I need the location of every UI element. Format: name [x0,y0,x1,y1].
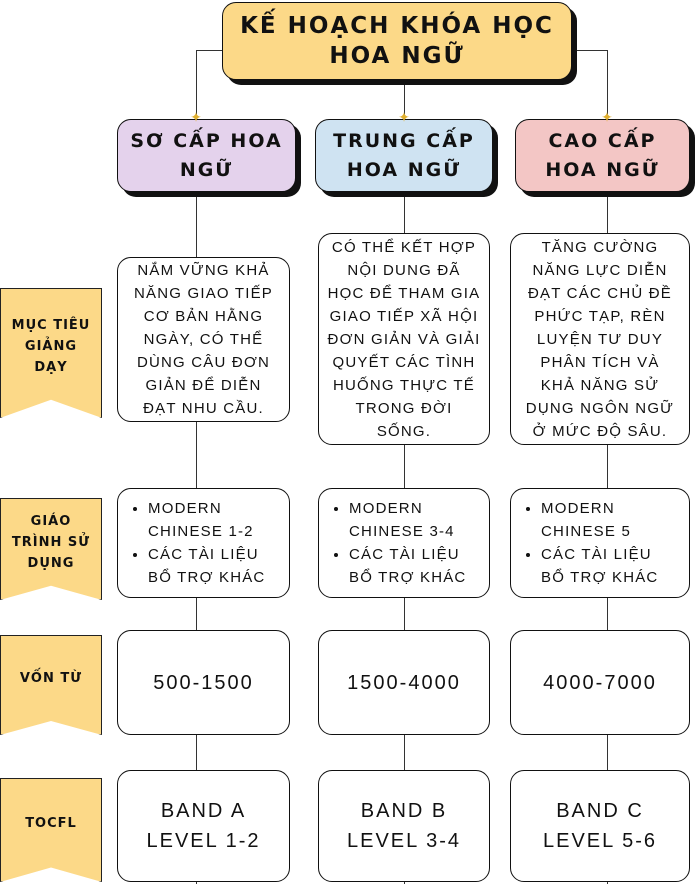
connector [607,50,608,884]
material-item: CÁC TÀI LIỆU BỔ TRỢ KHÁC [541,543,658,589]
material-item: MODERN CHINESE 5 [541,497,658,543]
sparkle-icon: ✦ [398,109,410,125]
tocfl-intermediate: BAND B LEVEL 3-4 [318,770,490,882]
diagram-title: KẾ HOẠCH KHÓA HỌC HOA NGỮ [222,2,572,80]
materials-intermediate: MODERN CHINESE 3-4CÁC TÀI LIỆU BỔ TRỢ KH… [318,488,490,598]
sparkle-icon: ✦ [601,109,613,125]
connector [196,50,197,884]
objective-beginner: NẮM VỮNG KHẢ NĂNG GIAO TIẾP CƠ BẢN HẰNG … [117,257,290,422]
row-label-vocabulary: VỐN TỪ [0,635,102,735]
material-item: MODERN CHINESE 3-4 [349,497,466,543]
connector [572,50,608,51]
sparkle-icon: ✦ [190,109,202,125]
tocfl-advanced: BAND C LEVEL 5-6 [510,770,690,882]
material-item: CÁC TÀI LIỆU BỔ TRỢ KHÁC [148,543,265,589]
vocabulary-advanced: 4000-7000 [510,630,690,735]
objective-intermediate: CÓ THỂ KẾT HỢP NỘI DUNG ĐÃ HỌC ĐỂ THAM G… [318,233,490,445]
header-beginner: SƠ CẤP HOA NGỮ [117,119,296,192]
material-item: MODERN CHINESE 1-2 [148,497,265,543]
tocfl-beginner: BAND A LEVEL 1-2 [117,770,290,882]
vocabulary-intermediate: 1500-4000 [318,630,490,735]
header-advanced: CAO CẤP HOA NGỮ [515,119,690,192]
objective-advanced: TĂNG CƯỜNG NĂNG LỰC DIỄN ĐẠT CÁC CHỦ ĐỀ … [510,233,690,445]
row-label-objectives: MỤC TIÊU GIẢNG DẠY [0,288,102,418]
material-item: CÁC TÀI LIỆU BỔ TRỢ KHÁC [349,543,466,589]
row-label-materials: GIÁO TRÌNH SỬ DỤNG [0,498,102,600]
materials-advanced: MODERN CHINESE 5CÁC TÀI LIỆU BỔ TRỢ KHÁC [510,488,690,598]
vocabulary-beginner: 500-1500 [117,630,290,735]
connector [196,50,222,51]
row-label-tocfl: TOCFL [0,778,102,882]
header-intermediate: TRUNG CẤP HOA NGỮ [315,119,493,192]
materials-beginner: MODERN CHINESE 1-2CÁC TÀI LIỆU BỔ TRỢ KH… [117,488,290,598]
connector [404,80,405,884]
